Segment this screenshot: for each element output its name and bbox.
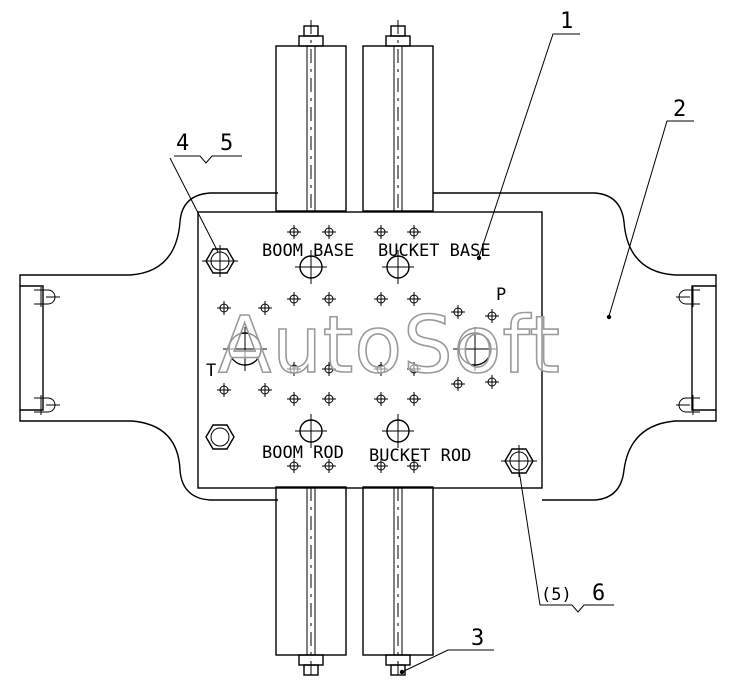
- label-boom-rod: BOOM ROD: [262, 443, 344, 463]
- cylinder-bucket-bottom: [362, 486, 434, 680]
- label-bucket-rod: BUCKET ROD: [369, 446, 471, 466]
- label-port-t: T: [206, 361, 216, 381]
- leader-lines: [169, 33, 694, 675]
- callout-1: 1: [560, 9, 573, 34]
- label-port-p: P: [496, 285, 506, 305]
- cylinder-boom-bottom: [275, 486, 347, 680]
- callout-5-paren: (5): [541, 585, 572, 605]
- mounting-bracket: [19, 192, 717, 501]
- watermark: AutoSoft: [218, 301, 561, 391]
- cylinder-bucket-top: [362, 20, 434, 212]
- bracket-holes: [34, 287, 700, 415]
- hex-bolts: [202, 245, 537, 477]
- cylinder-boom-top: [275, 20, 347, 212]
- large-ports: [223, 250, 497, 448]
- label-bucket-base: BUCKET BASE: [378, 241, 491, 261]
- valve-block: [197, 211, 543, 489]
- label-boom-base: BOOM BASE: [262, 241, 354, 261]
- callout-3: 3: [471, 626, 484, 651]
- callout-4: 4: [176, 131, 189, 156]
- callout-5: 5: [220, 131, 233, 156]
- small-ports: [217, 225, 499, 473]
- callout-2: 2: [673, 97, 686, 122]
- callout-6: 6: [592, 581, 605, 606]
